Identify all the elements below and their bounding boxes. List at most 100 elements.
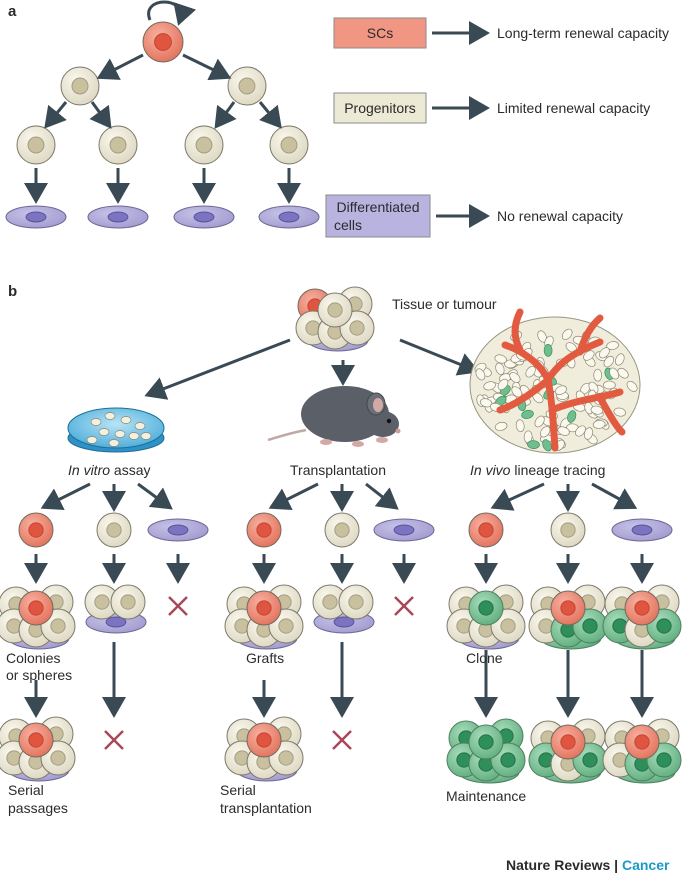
stem-cell-nucleus [28, 732, 44, 748]
tissue-cell [583, 350, 595, 361]
mouse-paw [320, 439, 332, 445]
method-in-vivo-italic: In vivo [470, 462, 511, 478]
tissue-cell [613, 407, 627, 417]
differentiated-cell [611, 518, 673, 542]
maintenance-cluster [446, 718, 526, 784]
stem-cell-nucleus [154, 33, 172, 51]
tissue-cell [615, 353, 625, 366]
label-clone: Clone [466, 650, 503, 666]
maintenance-cluster [602, 718, 682, 784]
colony-cluster [224, 584, 304, 650]
panel-b [0, 286, 682, 784]
mouse-illustration [267, 386, 401, 447]
method-label-transplantation: Transplantation [290, 462, 386, 478]
colony-dot [104, 412, 116, 420]
tissue-cell [495, 362, 505, 375]
label-grafts: Grafts [246, 650, 284, 666]
stem-cell [18, 512, 54, 548]
tree-arrow [44, 101, 68, 129]
stem-cell-nucleus [634, 600, 650, 616]
differentiated-cell-nucleus [631, 524, 653, 536]
tissue-cell [593, 368, 603, 382]
no-growth-cross-icon [168, 596, 188, 616]
cross-stroke [394, 596, 414, 616]
mouse-head [367, 411, 399, 437]
differentiated-cell-nucleus [278, 211, 300, 223]
legend-text-progenitors: Limited renewal capacity [497, 100, 650, 116]
progenitor-cell [227, 66, 267, 106]
stem-cell-nucleus [560, 734, 576, 750]
colony-dot [108, 439, 120, 447]
stem-cell-nucleus [256, 522, 272, 538]
progenitor-cell [312, 584, 348, 620]
tissue-cell [475, 368, 486, 381]
progenitor-cell [96, 512, 132, 548]
labelled-cell-nucleus [656, 618, 672, 634]
panel-label-a: a [8, 3, 17, 20]
stem-cell [18, 590, 54, 626]
no-growth-cross-icon [394, 596, 414, 616]
progenitor-cell-nucleus [278, 618, 294, 634]
tree-arrow [182, 53, 232, 81]
method-column [0, 482, 209, 782]
tissue-cell [515, 419, 525, 433]
credit-section: Cancer [622, 857, 670, 873]
main-arrow [144, 338, 291, 400]
mouse-paw [376, 437, 388, 443]
no-growth-cross-icon [332, 730, 352, 750]
labelled-cell [468, 590, 504, 626]
stem-cell-nucleus [560, 600, 576, 616]
mouse-nose [395, 428, 401, 434]
labelled-cell-nucleus [478, 600, 494, 616]
differentiated-cell [87, 205, 149, 229]
tissue-cell [603, 380, 616, 390]
mouse-ear-inner [373, 398, 383, 412]
colony-dot [120, 416, 132, 424]
mouse-tail [267, 428, 307, 442]
progenitor-cell-nucleus [500, 618, 516, 634]
colony-dot [98, 428, 110, 436]
clone-cluster [528, 584, 608, 650]
progenitor-cell [317, 292, 353, 328]
progenitor-cell-nucleus [109, 136, 127, 154]
stem-cell [246, 590, 282, 626]
vessel-branch [596, 394, 626, 436]
clone-cluster [446, 584, 526, 650]
differentiated-cell [173, 205, 235, 229]
tissue-lineage-tracing [469, 308, 641, 454]
labelled-cell-nucleus [478, 734, 494, 750]
tissue-cell [583, 427, 594, 440]
tree-arrow [258, 101, 282, 129]
serial-cluster [224, 716, 304, 782]
branch-arrow [268, 482, 319, 511]
maintenance-cluster [528, 718, 608, 784]
stem-cell [550, 724, 586, 760]
progenitor-cell-nucleus [27, 136, 45, 154]
legend-text-differentiated: No renewal capacity [497, 208, 623, 224]
labelled-tissue-cell [543, 344, 553, 357]
stem-cell-nucleus [256, 732, 272, 748]
main-arrow [399, 338, 480, 376]
petri-dish [67, 407, 165, 453]
progenitor-cell-nucleus [349, 320, 365, 336]
tissue-cell [590, 405, 604, 415]
branch-arrow [40, 482, 91, 511]
branch-arrow [591, 482, 638, 510]
stem-cell [246, 512, 282, 548]
tissue-cell [617, 367, 629, 379]
labelled-cell [468, 724, 504, 760]
method-label-in-vivo: In vivo lineage tracing [470, 462, 605, 478]
tissue-cell [575, 425, 586, 437]
progenitor-cell-nucleus [71, 77, 89, 95]
mouse-paw [352, 441, 364, 447]
stem-cell-nucleus [28, 600, 44, 616]
progenitor-cell-nucleus [334, 522, 350, 538]
progenitor-cell-nucleus [94, 594, 110, 610]
panel-label-b: b [8, 283, 17, 300]
labelled-tissue-cell [527, 440, 540, 449]
stem-cell-nucleus [28, 522, 44, 538]
legend-box-scs [333, 17, 427, 49]
vessel-branch [576, 314, 604, 356]
progenitor-cell [338, 584, 374, 620]
